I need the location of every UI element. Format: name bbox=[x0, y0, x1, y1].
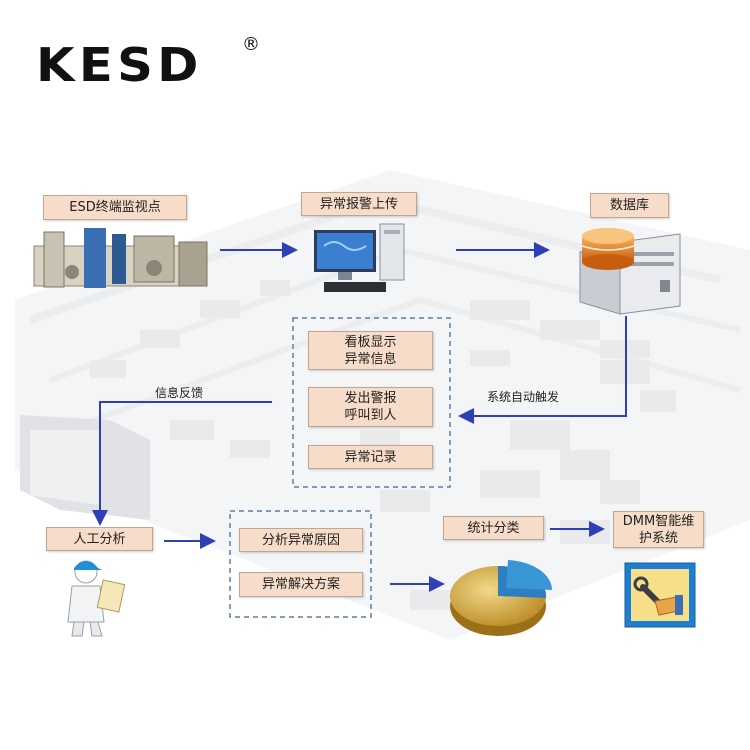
node-esd-monitor-label: ESD终端监视点 bbox=[69, 200, 161, 215]
registered-mark: ® bbox=[242, 34, 260, 55]
node-alarm-upload: 异常报警上传 bbox=[301, 192, 417, 216]
label-feedback: 信息反馈 bbox=[155, 386, 204, 400]
node-analyze-cause: 分析异常原因 bbox=[239, 528, 363, 552]
esd-machine-icon bbox=[33, 228, 208, 288]
database-server-icon bbox=[579, 228, 681, 315]
pie-chart-icon bbox=[450, 560, 553, 636]
node-statistics-label: 统计分类 bbox=[467, 520, 520, 536]
analysis-group-frame bbox=[229, 510, 372, 618]
node-manual-analysis-label: 人工分析 bbox=[73, 531, 126, 547]
node-dmm: DMM智能维 护系统 bbox=[613, 511, 704, 548]
node-abnormal-record-label: 异常记录 bbox=[344, 449, 397, 465]
arrow-feedback bbox=[92, 401, 272, 526]
arrow-db-to-alarm bbox=[458, 316, 627, 424]
node-analyze-cause-label: 分析异常原因 bbox=[261, 532, 340, 548]
node-database: 数据库 bbox=[590, 193, 669, 218]
node-board-display-label: 看板显示 异常信息 bbox=[344, 334, 397, 367]
node-board-display: 看板显示 异常信息 bbox=[308, 331, 433, 370]
alarm-group-frame bbox=[292, 317, 451, 488]
node-statistics: 统计分类 bbox=[443, 516, 544, 540]
node-solution-label: 异常解决方案 bbox=[261, 577, 340, 592]
flow-arrows bbox=[92, 242, 627, 592]
label-auto-trigger: 系统自动触发 bbox=[487, 390, 560, 404]
node-alarm-upload-label: 异常报警上传 bbox=[319, 196, 398, 212]
worker-icon bbox=[67, 560, 126, 637]
logo-text: KESD bbox=[36, 38, 203, 92]
computer-icon bbox=[314, 223, 405, 292]
wrench-hand-icon bbox=[624, 562, 696, 628]
node-esd-monitor: ESD终端监视点 bbox=[43, 195, 187, 220]
node-database-label: 数据库 bbox=[609, 198, 649, 213]
node-solution: 异常解决方案 bbox=[239, 572, 363, 597]
node-dmm-label: DMM智能维 护系统 bbox=[622, 513, 695, 546]
kesd-logo: KESD ® bbox=[36, 34, 266, 92]
node-abnormal-record: 异常记录 bbox=[308, 445, 433, 469]
node-send-alarm-label: 发出警报 呼叫到人 bbox=[344, 391, 397, 423]
node-send-alarm: 发出警报 呼叫到人 bbox=[308, 387, 433, 427]
node-manual-analysis: 人工分析 bbox=[46, 527, 153, 551]
